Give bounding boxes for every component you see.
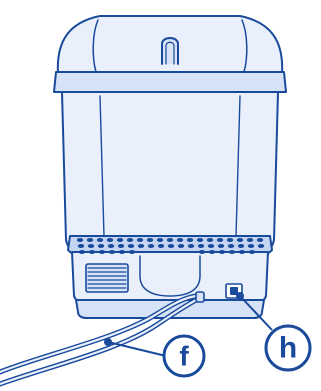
sterilizer-unit: [54, 16, 286, 318]
rack-hole: [257, 238, 263, 242]
rack-hole: [117, 238, 123, 242]
rack-hole: [119, 250, 125, 254]
rack-hole: [187, 238, 193, 242]
rack-hole: [219, 250, 225, 254]
rack-hole: [137, 238, 143, 242]
rack-hole: [199, 250, 205, 254]
rack-hole: [239, 250, 245, 254]
rack-hole: [218, 244, 224, 248]
rack-hole: [127, 238, 133, 242]
rack-hole: [108, 244, 114, 248]
rack-hole: [208, 244, 214, 248]
rack-hole: [247, 238, 253, 242]
body-shell: [62, 92, 278, 256]
rack-hole: [98, 244, 104, 248]
lid-band: [54, 72, 286, 92]
callout-h-anchor-dot: [236, 292, 244, 300]
rack-hole: [147, 238, 153, 242]
callout-f-anchor-dot: [104, 338, 112, 346]
rack-hole: [87, 238, 93, 242]
rack-hole: [138, 244, 144, 248]
rack-hole: [97, 238, 103, 242]
rack-hole: [158, 244, 164, 248]
rack-hole: [198, 244, 204, 248]
rack-hole: [177, 238, 183, 242]
rack-hole: [109, 250, 115, 254]
rack-hole: [168, 244, 174, 248]
rack-hole: [178, 244, 184, 248]
rack-hole: [228, 244, 234, 248]
rack-hole: [129, 250, 135, 254]
rack-hole: [227, 238, 233, 242]
rack-hole: [237, 238, 243, 242]
rack-hole: [89, 250, 95, 254]
callout-f-label: f: [179, 341, 189, 372]
rack-hole: [197, 238, 203, 242]
rack-hole: [229, 250, 235, 254]
callout-h-label: h: [279, 332, 297, 365]
rack-hole: [99, 250, 105, 254]
rack-hole: [188, 244, 194, 248]
rack-hole: [157, 238, 163, 242]
callout-h: h: [236, 292, 310, 370]
rack-hole: [79, 250, 85, 254]
rack-hole: [148, 244, 154, 248]
rack-hole: [77, 238, 83, 242]
rack-hole: [167, 238, 173, 242]
rack-hole: [238, 244, 244, 248]
rack-hole: [248, 244, 254, 248]
rack-hole: [78, 244, 84, 248]
rack-hole: [107, 238, 113, 242]
rack-hole: [217, 238, 223, 242]
rack-hole: [258, 244, 264, 248]
cord-plug: [196, 292, 204, 302]
rack-hole: [88, 244, 94, 248]
callout-f-leader: [108, 342, 166, 356]
rack-hole: [209, 250, 215, 254]
rack-hole: [249, 250, 255, 254]
rack-hole: [207, 238, 213, 242]
rack-hole: [128, 244, 134, 248]
rack-hole: [118, 244, 124, 248]
